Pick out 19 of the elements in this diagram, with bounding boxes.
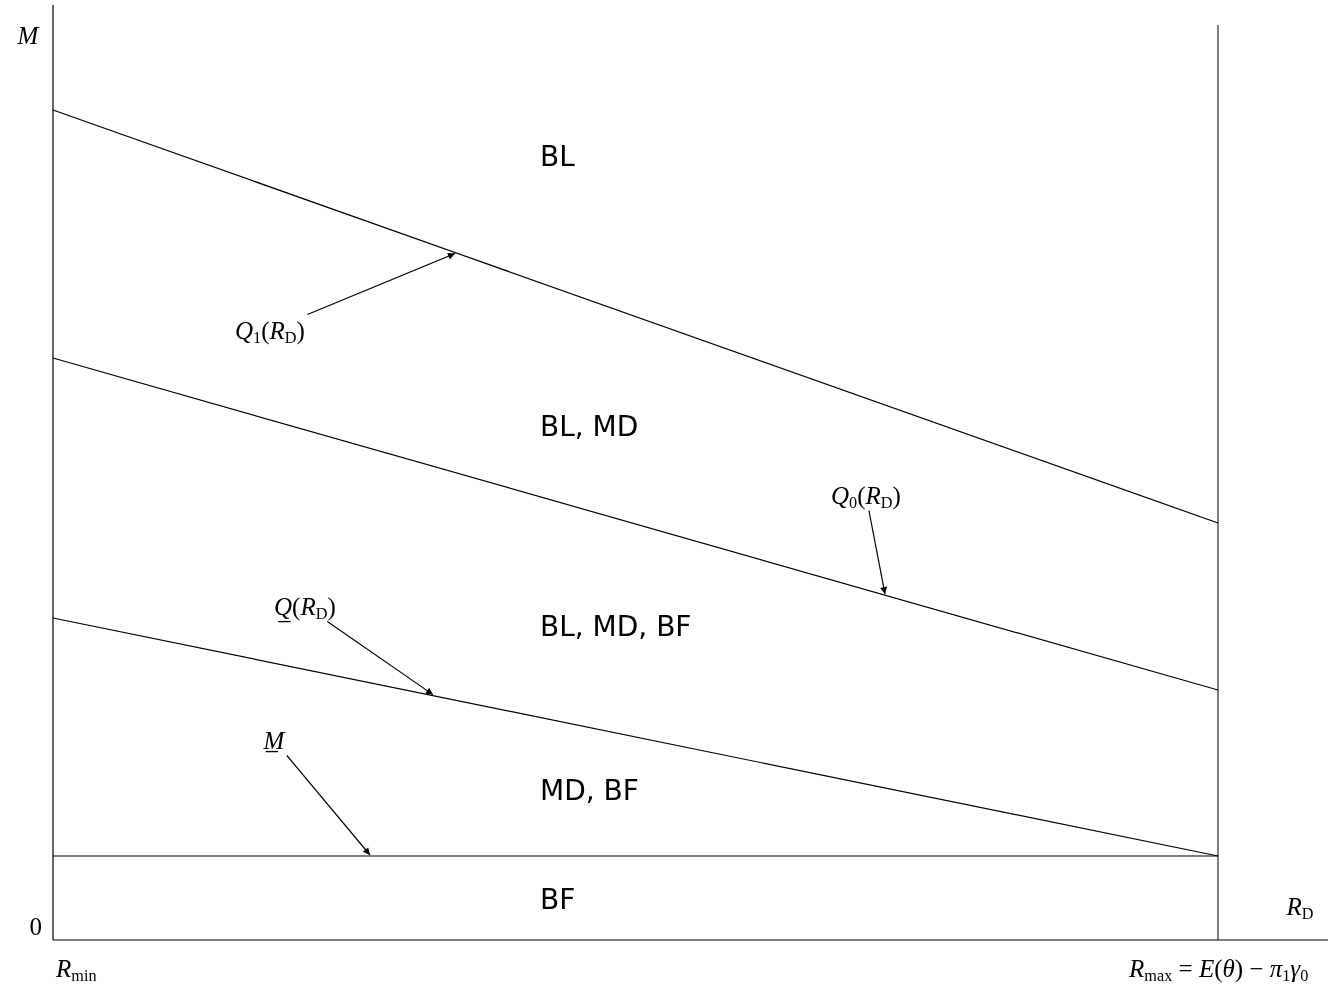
axis-label: M [17,22,39,48]
region-label: BL [540,143,575,171]
axis-tick-label: R$_{max}$ = E(θ) − π$_{1}$γ$_{0}$ [1129,955,1309,981]
region-label: BL, MD [540,413,639,441]
leader-arrow [326,620,434,696]
axis-label: R$_{D}$ [1286,893,1314,919]
leader-arrow [306,252,456,316]
axis-tick-label: 0 [29,913,42,939]
curve-label: Q$_{1}$(R$_{D}$) [235,317,305,343]
region-label: MD, BF [540,777,639,805]
curve-label: M̲ [263,727,285,753]
curve-line [52,357,1219,691]
leader-arrow [286,754,371,856]
leader-arrow [868,509,888,595]
curve-label: Q$_{0}$(R$_{D}$) [831,482,901,508]
curve-line [52,109,1219,524]
region-label: BL, MD, BF [540,613,692,641]
axis-tick-label: R$_{min}$ [56,955,97,981]
region-label: BF [540,886,576,914]
